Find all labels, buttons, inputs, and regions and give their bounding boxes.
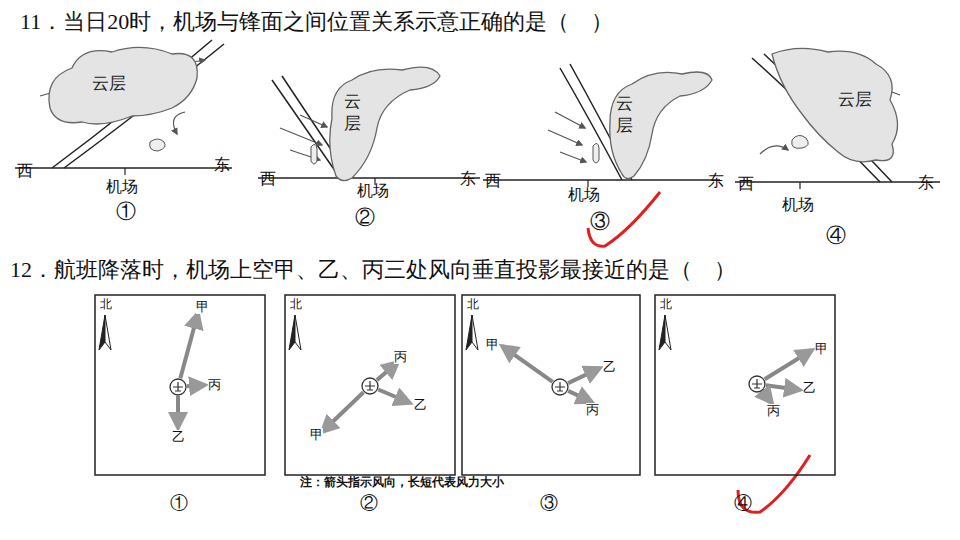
place-label: 机场 xyxy=(568,186,600,204)
place-label: 机场 xyxy=(106,178,138,196)
option-number: ② xyxy=(355,206,375,228)
wind-label: 乙 xyxy=(803,381,816,395)
option-number: ④ xyxy=(826,224,846,246)
wind-label: 甲 xyxy=(310,428,323,442)
cloud-label: 云层 xyxy=(616,92,633,136)
cloud-outline xyxy=(598,62,716,180)
direction-label: 西 xyxy=(17,162,33,180)
option-number: ① xyxy=(170,494,188,514)
panel-1 xyxy=(15,40,232,175)
panel-3 xyxy=(483,64,720,187)
direction-label: 东 xyxy=(918,174,934,192)
wind-label: 乙 xyxy=(172,430,185,444)
cloud-outline xyxy=(758,40,908,168)
option-number: ① xyxy=(116,200,136,222)
wind-label: 丙 xyxy=(767,404,780,418)
north-label: 北 xyxy=(660,298,672,311)
north-label: 北 xyxy=(290,298,302,311)
wind-label: 甲 xyxy=(486,338,499,352)
cloud-outline xyxy=(322,58,444,182)
cloud-layer: 云层 xyxy=(758,40,908,168)
cloud-label: 云层 xyxy=(92,74,126,93)
wind-label: 丙 xyxy=(394,350,407,364)
cloud-label: 云层 xyxy=(344,90,361,134)
cloud-label: 云层 xyxy=(838,90,872,109)
place-label: 机场 xyxy=(357,182,389,200)
north-arrows xyxy=(99,315,671,350)
wind-label: 丙 xyxy=(586,403,599,417)
option-number: ② xyxy=(360,494,378,514)
place-label: 机场 xyxy=(782,196,814,214)
cloud-layer: 云层 xyxy=(598,62,716,180)
direction-label: 东 xyxy=(460,170,476,188)
direction-label: 东 xyxy=(214,156,230,174)
direction-label: 东 xyxy=(708,172,724,190)
wind-label: 丙 xyxy=(208,378,221,392)
north-label: 北 xyxy=(100,298,112,311)
direction-label: 西 xyxy=(485,172,501,190)
question-text: 11．当日20时，机场与锋面之间位置关系示意正确的是（ ） xyxy=(20,10,613,34)
wind-label: 乙 xyxy=(603,360,616,374)
note-text: 注：箭头指示风向，长短代表风力大小 xyxy=(300,476,504,489)
direction-label: 西 xyxy=(738,175,754,193)
direction-label: 西 xyxy=(260,170,276,188)
wind-arrows xyxy=(170,313,812,432)
option-number: ③ xyxy=(590,210,610,232)
cloud-layer: 云层 xyxy=(42,38,202,130)
cloud-layer: 云层 xyxy=(322,58,444,182)
wind-label: 甲 xyxy=(815,342,828,356)
wind-label: 乙 xyxy=(414,398,427,412)
option-number: ③ xyxy=(540,494,558,514)
wind-boxes xyxy=(95,295,835,475)
question-text: 12．航班降落时，机场上空甲、乙、丙三处风向垂直投影最接近的是（ ） xyxy=(10,258,736,282)
wind-label: 甲 xyxy=(196,300,209,314)
north-label: 北 xyxy=(467,298,479,311)
option-number: ④ xyxy=(734,494,752,514)
